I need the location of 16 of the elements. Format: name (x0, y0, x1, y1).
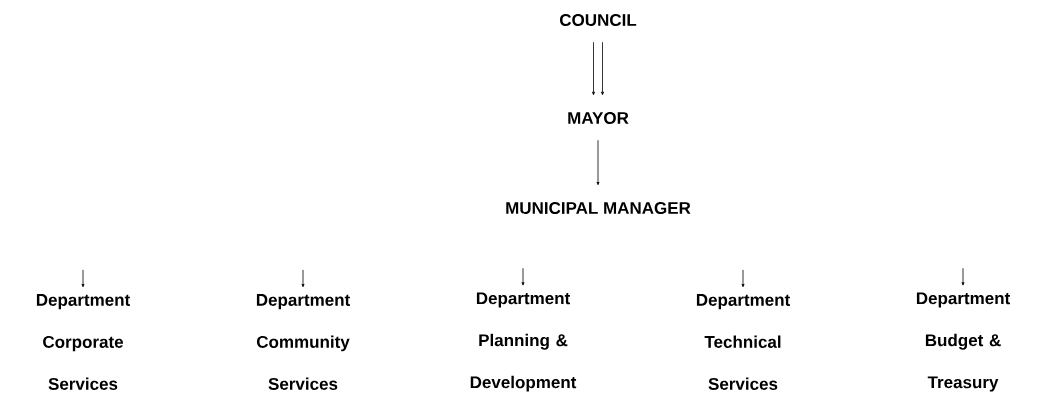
title-label: COUNCIL (560, 14, 637, 27)
arrow (521, 267, 525, 286)
arrow (81, 269, 85, 288)
title-label: MAYOR (568, 112, 629, 125)
department-label: Department Technical Services (696, 294, 790, 390)
department-label: Department Budget & Treasury (916, 292, 1011, 392)
arrow (961, 267, 965, 286)
arrow (301, 269, 305, 288)
arrow (601, 41, 604, 96)
department-label: Department Planning & Development (470, 292, 577, 392)
department-label: Department Corporate Services (36, 294, 130, 390)
department-label: Department Community Services (256, 294, 350, 390)
title-label: MUNICIPAL MANAGER (506, 202, 691, 215)
arrow (592, 41, 595, 96)
arrow (596, 139, 600, 186)
arrow (741, 269, 745, 288)
